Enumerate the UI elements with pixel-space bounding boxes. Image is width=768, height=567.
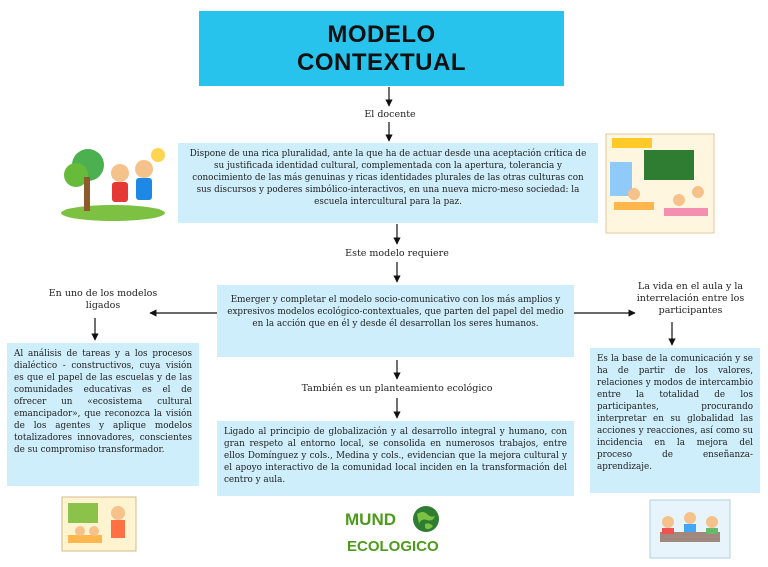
title-line-2: CONTEXTUAL	[297, 48, 466, 76]
label-ecologico: También es un planteamiento ecológico	[301, 383, 493, 394]
mundo-ecologico-logo: MUND ECOLOGICO	[345, 500, 450, 562]
label-vida: La vida en el aula y la interrelación en…	[636, 281, 745, 316]
logo-line-2: ECOLOGICO	[347, 538, 439, 555]
title-box: MODELO CONTEXTUAL	[199, 11, 564, 86]
label-ligados: En uno de los modelos ligados	[48, 288, 158, 311]
box-dispone: Dispone de una rica pluralidad, ante la …	[178, 143, 598, 223]
box-emerger: Emerger y completar el modelo socio-comu…	[217, 285, 574, 357]
classroom-illustration	[605, 133, 715, 234]
box-base: Es la base de la comunicación y se ha de…	[590, 348, 760, 493]
box-analisis: Al análisis de tareas y a los procesos d…	[7, 343, 199, 486]
box-ligado: Ligado al principio de globalización y a…	[217, 421, 574, 496]
globe-icon	[413, 506, 439, 532]
teacher-classroom-illustration	[61, 496, 137, 552]
label-requiere: Este modelo requiere	[345, 248, 449, 259]
children-nature-illustration	[61, 148, 165, 221]
students-table-illustration	[649, 499, 731, 559]
logo-line-1: MUND	[345, 510, 396, 529]
label-docente: El docente	[364, 109, 416, 120]
title-line-1: MODELO	[327, 20, 436, 48]
